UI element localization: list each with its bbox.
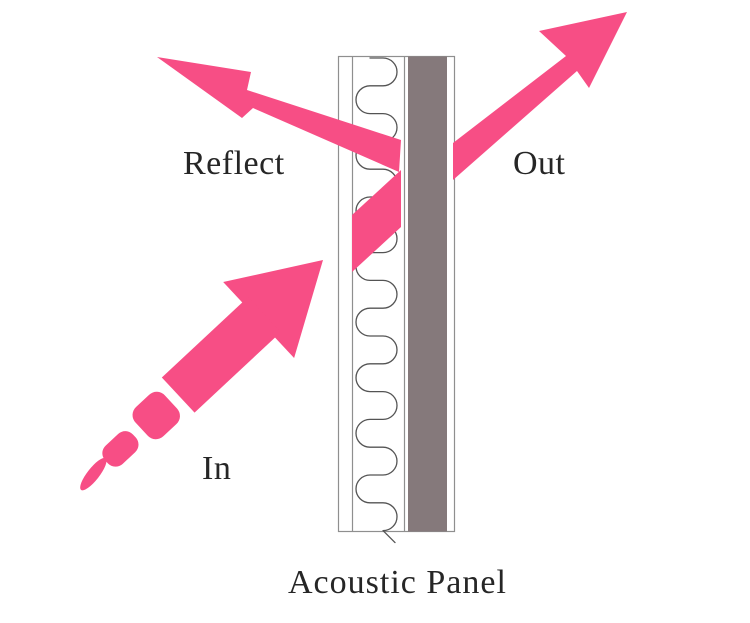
- absorbed-wave-beam: [352, 170, 401, 272]
- reflect-label: Reflect: [183, 145, 285, 182]
- reflected-wave-arrow: [157, 57, 401, 172]
- incident-arrow-dash-1: [132, 391, 180, 440]
- incident-arrow-head: [223, 260, 323, 359]
- in-label: In: [202, 450, 232, 487]
- panel-core-layer: [408, 56, 447, 532]
- incident-wave-arrow: [80, 260, 323, 491]
- incident-arrow-dash-2: [102, 431, 139, 467]
- incident-arrow-dash-3: [80, 457, 107, 491]
- incident-arrow-shaft: [161, 297, 281, 413]
- out-label: Out: [513, 145, 566, 182]
- diagram-caption: Acoustic Panel: [288, 564, 507, 601]
- transmitted-wave-arrow: [453, 12, 627, 180]
